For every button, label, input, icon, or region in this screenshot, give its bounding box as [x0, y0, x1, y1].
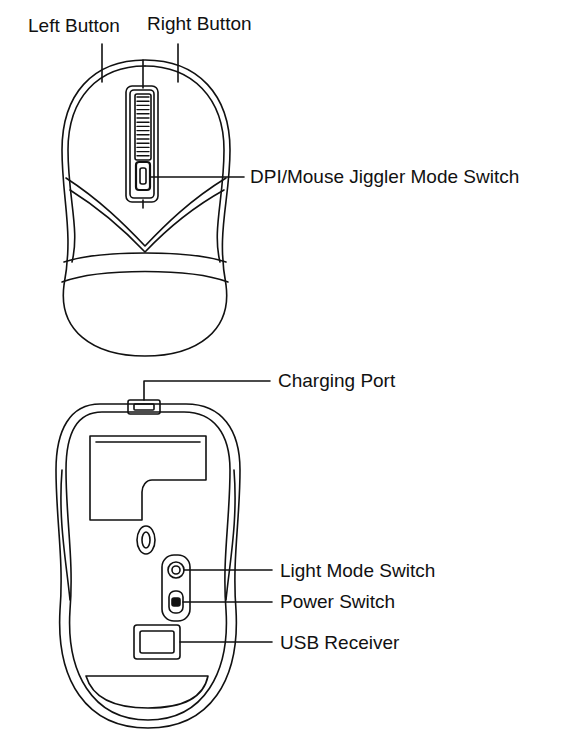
inner-outline	[145, 66, 224, 262]
palm-band	[64, 253, 226, 262]
mouse-foot	[90, 436, 206, 520]
light-mode-switch-button	[172, 566, 180, 574]
wheel-knurl-line	[137, 151, 149, 152]
switch-panel	[162, 555, 190, 621]
mouse-foot	[96, 441, 200, 443]
mouse-foot	[86, 676, 208, 708]
wheel-knurl-line	[137, 121, 149, 122]
wheel-knurl-line	[137, 130, 149, 131]
leader-line	[101, 44, 103, 82]
leader-line	[184, 569, 272, 571]
button-split	[142, 60, 144, 88]
leader-line	[144, 381, 270, 400]
usb-receiver-bay	[134, 625, 180, 659]
wheel-slot-inner	[130, 90, 154, 198]
mouse-outline	[62, 60, 230, 356]
palm-band	[62, 272, 228, 283]
wheel-knurl-line	[137, 117, 149, 118]
optical-sensor	[137, 526, 155, 554]
side-grip	[61, 470, 70, 600]
bottom-view	[56, 381, 272, 728]
wheel-knurl-line	[137, 155, 149, 156]
leader-line	[180, 641, 272, 643]
power-switch	[169, 591, 183, 613]
side-grip	[226, 470, 235, 600]
wheel-knurl-line	[137, 105, 149, 106]
leader-line	[177, 44, 179, 82]
light-mode-switch	[168, 562, 184, 578]
dpi-switch-button	[140, 168, 146, 184]
wheel-knurl-line	[137, 138, 149, 139]
part-label: DPI/Mouse Jiggler Mode Switch	[250, 166, 519, 188]
palm-v-line	[70, 190, 224, 252]
wheel-knurl-line	[137, 134, 149, 135]
part-label: USB Receiver	[280, 632, 399, 654]
charging-port	[128, 400, 160, 414]
wheel-knurl-line	[137, 100, 149, 101]
wheel-slot	[126, 86, 158, 202]
wheel-knurling	[137, 97, 149, 156]
power-switch-knob	[172, 598, 180, 606]
wheel-knurl-line	[137, 126, 149, 127]
wheel-knurl-line	[137, 142, 149, 143]
leader-line	[183, 601, 272, 603]
leader-line	[150, 176, 244, 178]
wheel-knurl-line	[137, 147, 149, 148]
part-label: Left Button	[28, 15, 120, 37]
optical-sensor-lens	[142, 532, 150, 548]
wheel-knurl-line	[137, 96, 149, 97]
part-label: Power Switch	[280, 591, 395, 613]
part-label: Charging Port	[278, 370, 395, 392]
palm-v-line	[66, 178, 226, 246]
inner-outline	[68, 66, 145, 262]
part-label: Right Button	[147, 13, 252, 35]
mouse-outline	[56, 404, 240, 728]
inner-outline	[66, 412, 230, 720]
charging-port-socket	[134, 404, 154, 410]
dpi-switch	[136, 162, 150, 190]
scroll-wheel	[135, 94, 151, 160]
top-view	[62, 44, 244, 356]
wheel-knurl-line	[137, 113, 149, 114]
wheel-knurl-line	[137, 109, 149, 110]
part-label: Light Mode Switch	[280, 560, 435, 582]
usb-receiver	[140, 631, 174, 653]
